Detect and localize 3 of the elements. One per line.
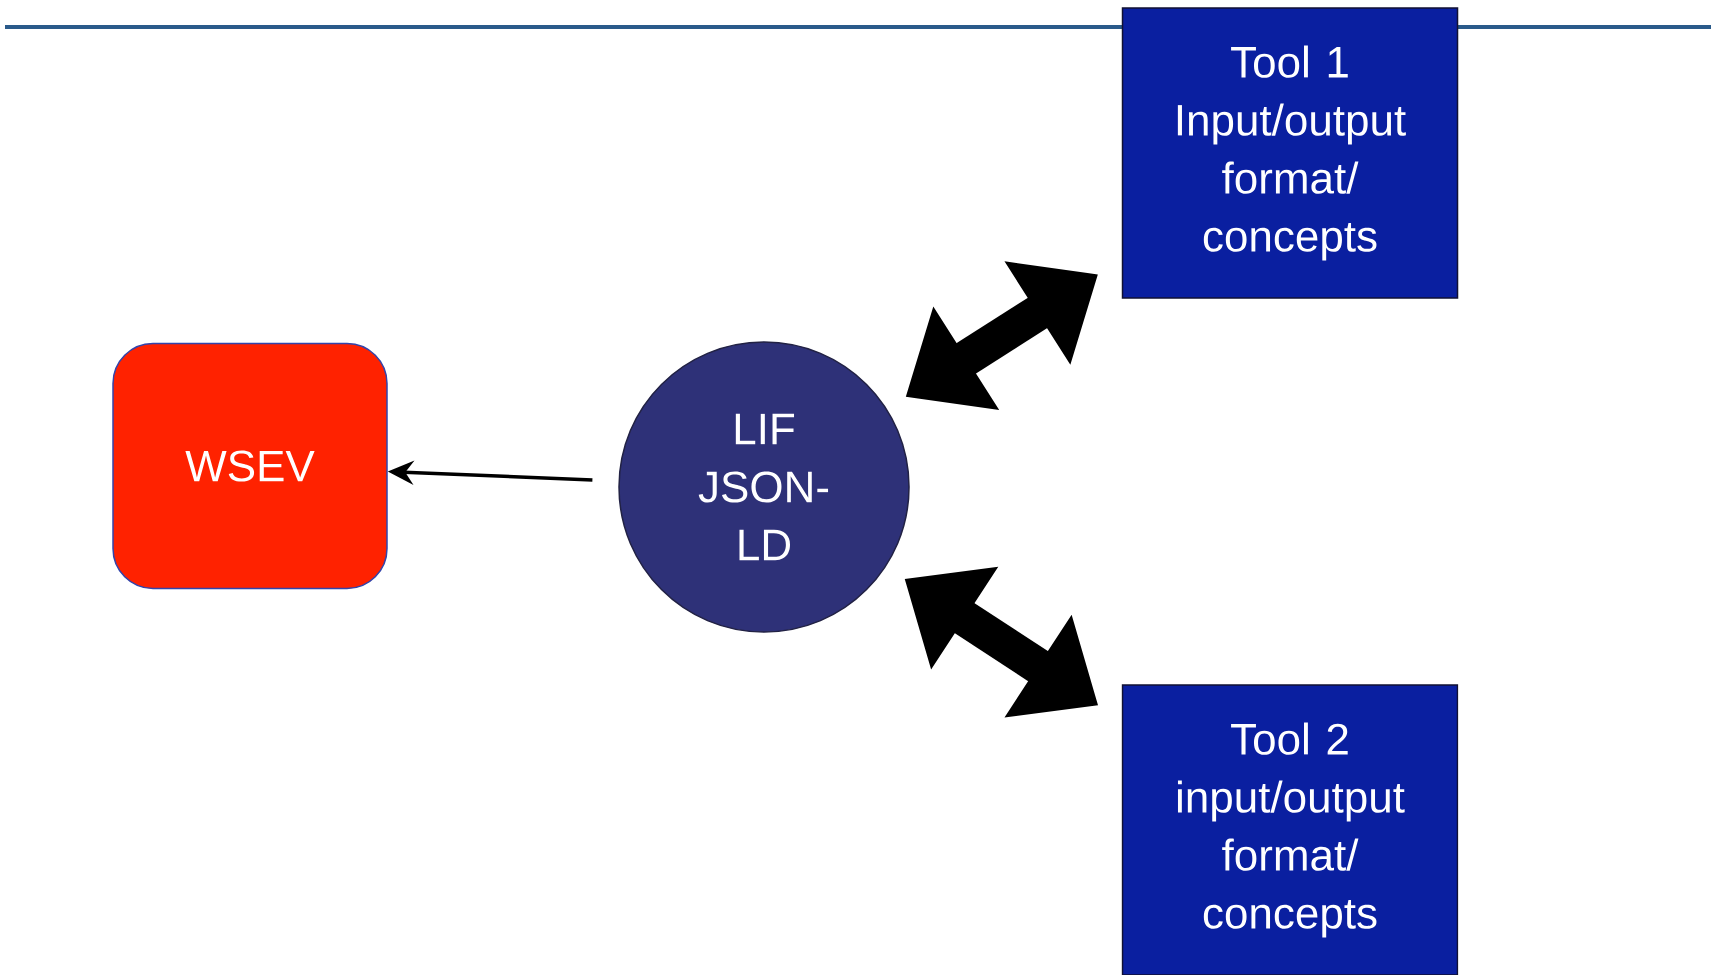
process-box: WSEV [112, 342, 388, 590]
process-box: Tool 1 Input/output format/ concepts [1121, 7, 1459, 299]
process-box: Tool 2 input/output format/ concepts [1121, 684, 1459, 975]
